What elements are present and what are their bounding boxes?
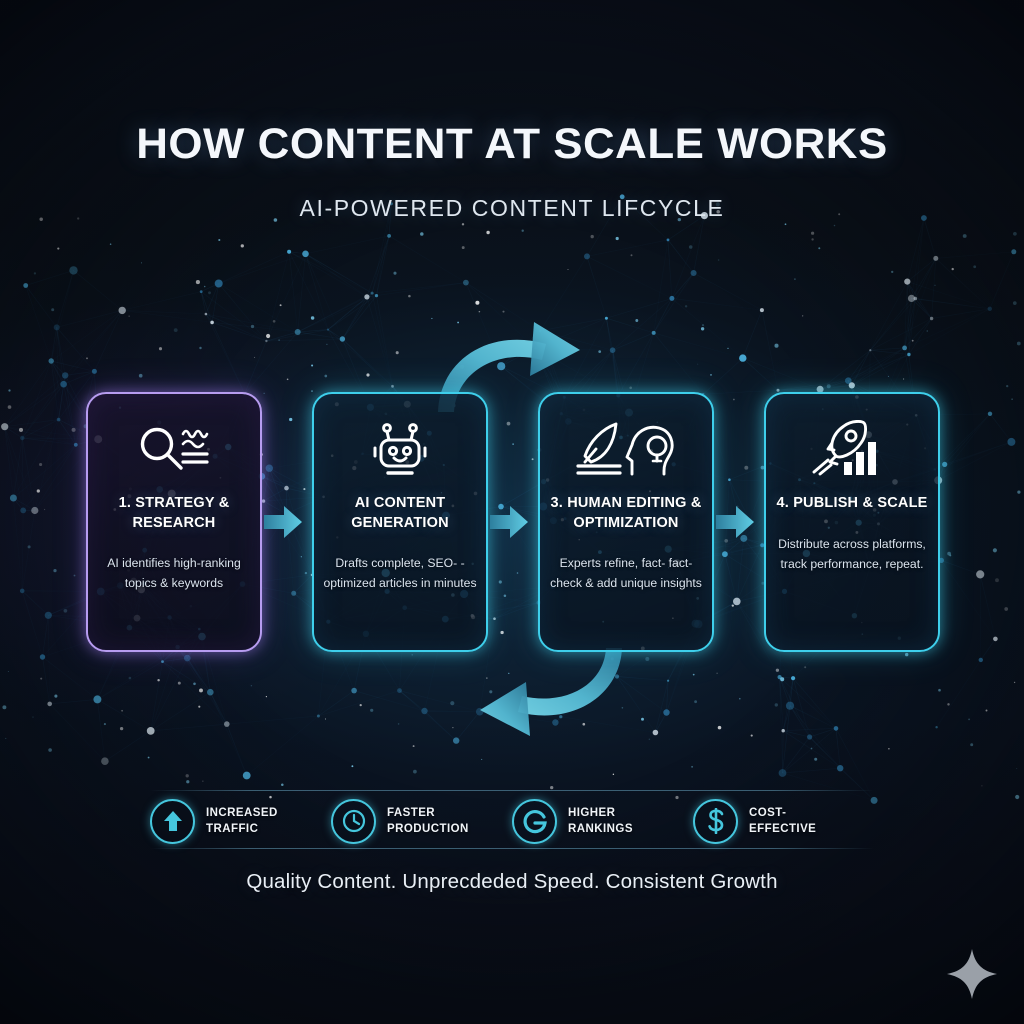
benefits-divider-bottom <box>150 848 874 849</box>
magnifier-research-icon <box>135 418 213 482</box>
page-title: HOW CONTENT AT SCALE WORKS <box>136 120 888 168</box>
flow-step-title: AI CONTENT GENERATION <box>351 495 449 531</box>
flow-step-title: 4. PUBLISH & SCALE <box>776 495 928 511</box>
google-g-icon <box>512 798 557 844</box>
flow-step-strategy-research[interactable]: 1. STRATEGY & RESEARCH AI identifies hig… <box>86 392 262 652</box>
flow-step-description: Experts refine, fact- fact-check & add u… <box>550 556 702 591</box>
benefit-label: INCREASED TRAFFIC <box>206 806 278 835</box>
quill-head-idea-icon <box>574 418 678 482</box>
benefit-label: FASTER PRODUCTION <box>387 806 469 835</box>
page-subtitle: AI-POWERED CONTENT LIFCYCLE <box>299 195 725 221</box>
clock-icon <box>331 798 376 844</box>
benefit-label: COST- EFFECTIVE <box>749 806 817 835</box>
robot-icon <box>369 418 431 482</box>
benefits-divider-top <box>150 790 874 791</box>
flow-step-title: 3. HUMAN EDITING & OPTIMIZATION <box>550 495 702 531</box>
flow-step-description: AI identifies high-ranking topics & keyw… <box>107 556 241 591</box>
flow-step-publish-scale[interactable]: 4. PUBLISH & SCALE Distribute across pla… <box>764 392 940 652</box>
four-point-star-icon <box>947 949 997 999</box>
benefit-faster-production[interactable]: FASTER PRODUCTION <box>331 798 512 844</box>
arrow-right-2 <box>490 506 528 538</box>
benefit-increased-traffic[interactable]: INCREASED TRAFFIC <box>150 798 331 844</box>
flow-step-ai-content-generation[interactable]: AI CONTENT GENERATION Drafts complete, S… <box>312 392 488 652</box>
benefits-row: INCREASED TRAFFIC FASTER PRODUCTION HIGH… <box>150 790 874 852</box>
arrow-right-3 <box>716 506 754 538</box>
benefit-cost-effective[interactable]: COST- EFFECTIVE <box>693 798 874 844</box>
benefit-higher-rankings[interactable]: HIGHER RANKINGS <box>512 798 693 844</box>
flow-step-human-editing-optimization[interactable]: 3. HUMAN EDITING & OPTIMIZATION Experts … <box>538 392 714 652</box>
footer-tagline: Quality Content. Unprecdeded Speed. Cons… <box>246 870 778 893</box>
dollar-sign-icon <box>693 798 738 844</box>
flow-step-description: Distribute across platforms, track perfo… <box>778 536 926 571</box>
flow-step-description: Drafts complete, SEO- -optimized article… <box>323 556 477 591</box>
curved-arrow-return-bottom <box>480 648 622 736</box>
benefit-label: HIGHER RANKINGS <box>568 806 633 835</box>
flow-step-title: 1. STRATEGY & RESEARCH <box>118 495 230 531</box>
process-flow: 1. STRATEGY & RESEARCH AI identifies hig… <box>0 392 1024 654</box>
up-arrow-icon <box>150 798 195 844</box>
header: HOW CONTENT AT SCALE WORKS AI-POWERED CO… <box>0 120 1024 222</box>
rocket-chart-icon <box>806 418 898 482</box>
curved-arrow-forward-top <box>438 322 580 412</box>
arrow-right-1 <box>264 506 302 538</box>
